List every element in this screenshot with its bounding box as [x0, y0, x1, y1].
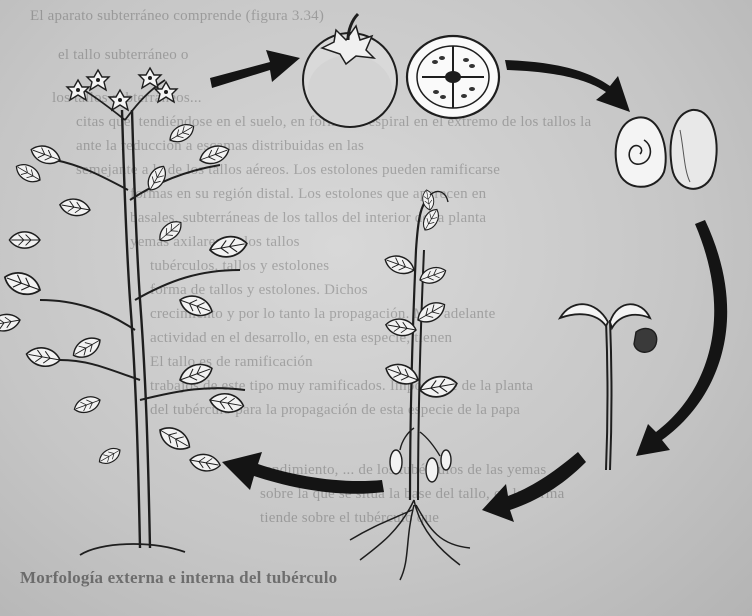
fruit-illustration	[303, 14, 397, 127]
young-plant-illustration	[350, 189, 470, 580]
mature-plant-illustration	[0, 68, 249, 555]
cycle-arrow	[210, 50, 300, 88]
seed-illustration	[616, 110, 717, 189]
cycle-arrow	[482, 452, 586, 522]
cycle-arrow	[505, 60, 630, 112]
fruit-section-illustration	[407, 36, 499, 118]
cycle-arrow	[222, 452, 384, 494]
